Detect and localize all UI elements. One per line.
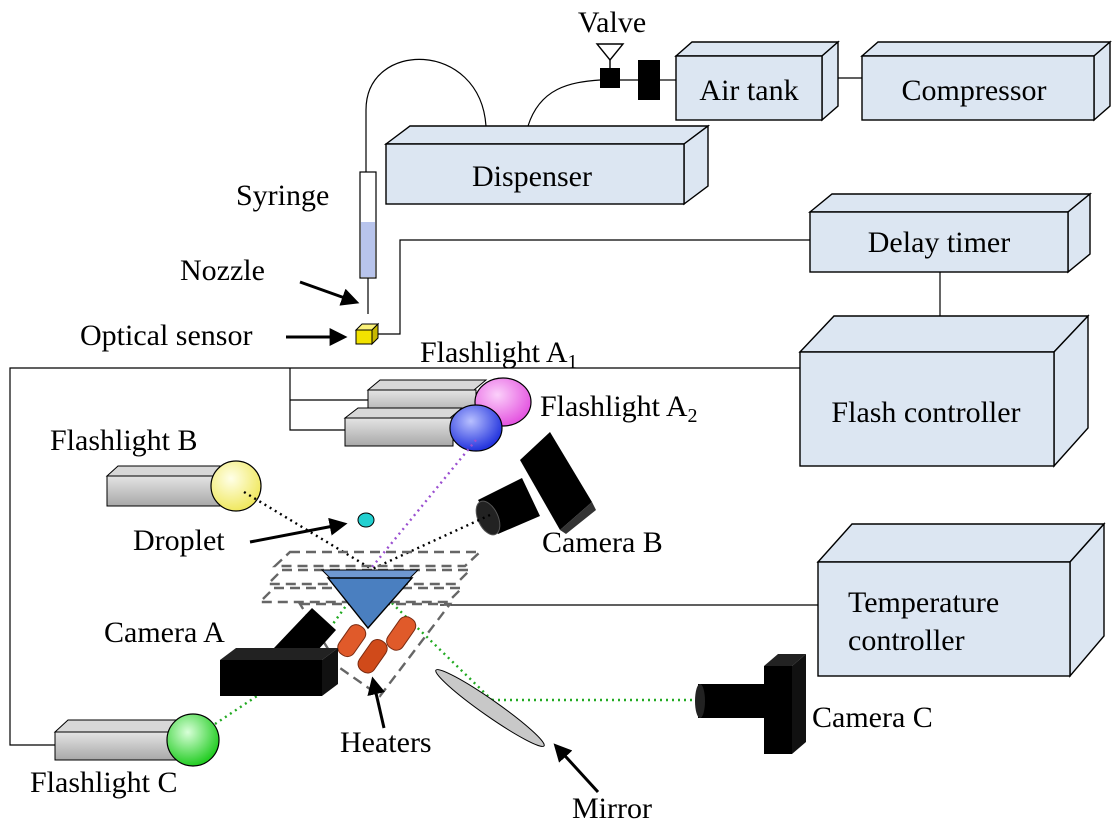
temperature-controller-line2: controller	[848, 624, 965, 657]
compressor: Compressor	[860, 40, 1112, 122]
droplet: Droplet	[133, 512, 375, 557]
flash-controller: Flash controller	[798, 314, 1090, 468]
optical-sensor-label: Optical sensor	[80, 319, 252, 352]
camera-b-label: Camera B	[542, 526, 663, 559]
camera-b: Camera B	[475, 432, 663, 559]
camera-a: Camera A	[104, 608, 338, 696]
camera-a-label: Camera A	[104, 616, 225, 649]
flash-controller-label: Flash controller	[831, 396, 1020, 429]
delay-timer: Delay timer	[808, 192, 1092, 274]
valve: Valve	[578, 6, 676, 100]
flashlight-b: Flashlight B	[50, 424, 262, 512]
nozzle-label: Nozzle	[180, 254, 265, 287]
valve-body	[600, 68, 620, 88]
droplet-label: Droplet	[133, 524, 225, 557]
syringe: Syringe	[236, 171, 377, 314]
optical-sensor: Optical sensor	[80, 319, 380, 352]
camera-c: Camera C	[695, 654, 933, 754]
flashlight-b-label: Flashlight B	[50, 424, 198, 457]
air-tank: Air tank	[674, 40, 840, 122]
dispenser-label: Dispenser	[472, 160, 592, 193]
syringe-label: Syringe	[236, 179, 329, 212]
prism	[320, 569, 420, 630]
camera-c-label: Camera C	[812, 701, 933, 734]
air-tank-label: Air tank	[699, 74, 798, 107]
mirror-label: Mirror	[572, 792, 652, 825]
nozzle-callout: Nozzle	[180, 254, 360, 306]
compressor-label: Compressor	[902, 74, 1047, 107]
flashlight-c: Flashlight C	[30, 713, 220, 799]
heaters: Heaters	[337, 616, 432, 759]
temperature-controller: Temperature controller	[816, 522, 1106, 678]
flashlight-c-label: Flashlight C	[30, 766, 178, 799]
flashlight-a1-label: Flashlight A1	[420, 336, 578, 373]
heaters-label: Heaters	[340, 726, 432, 759]
delay-timer-label: Delay timer	[868, 226, 1010, 259]
mirror: Mirror	[435, 669, 652, 825]
flashlight-a2-label: Flashlight A2	[540, 390, 698, 427]
flashlight-a2: Flashlight A2	[343, 390, 698, 452]
wires	[9, 58, 941, 746]
temperature-controller-line1: Temperature	[848, 586, 999, 619]
valve-connector	[638, 60, 660, 100]
dispenser: Dispenser	[383, 124, 711, 206]
valve-label: Valve	[578, 6, 646, 39]
